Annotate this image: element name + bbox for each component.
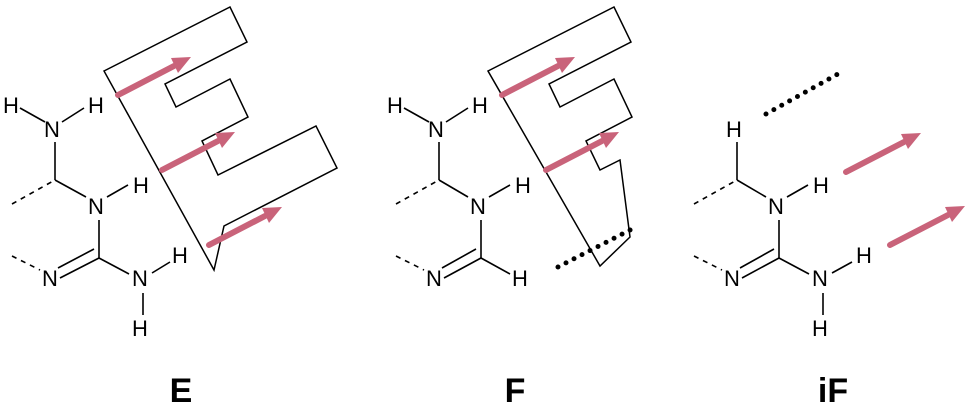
arrow (499, 63, 561, 98)
atom-n: N (44, 117, 60, 142)
atom-n: N (132, 266, 148, 291)
arrowhead (262, 207, 282, 223)
atom-h: H (133, 173, 149, 198)
atom-h: H (515, 173, 531, 198)
arrowhead (555, 57, 575, 73)
dotted-line (555, 226, 635, 270)
atom-n: N (470, 194, 486, 219)
atom-h: H (726, 117, 742, 142)
arrows-if (843, 133, 965, 248)
panel-e: H H N H N H N N H (3, 5, 339, 410)
bonds (11, 107, 171, 315)
atom-n: N (812, 266, 828, 291)
arrows-f (499, 57, 619, 173)
molecule-f: H H N H N N H (387, 93, 531, 291)
arrow (543, 138, 605, 173)
arrowhead (215, 132, 235, 148)
atom-n: N (768, 194, 784, 219)
atom-n: N (428, 117, 444, 142)
outline-e (102, 5, 339, 273)
bonds (693, 142, 853, 315)
atom-h: H (132, 316, 148, 341)
molecule-e: H H N H N H N N H (3, 93, 188, 341)
arrowhead (599, 132, 619, 148)
arrows-e (115, 57, 282, 248)
panel-label-if: iF (818, 372, 848, 410)
atom-h: H (812, 316, 828, 341)
atom-h: H (472, 93, 488, 118)
atom-n: N (724, 266, 740, 291)
dotted-line (763, 71, 841, 117)
atom-n: N (88, 194, 104, 219)
atom-h: H (172, 243, 188, 268)
outline-f (486, 5, 633, 268)
atom-h: H (88, 93, 104, 118)
arrow (206, 213, 268, 248)
arrow (843, 139, 907, 175)
arrow (159, 138, 221, 173)
atom-h: H (387, 93, 403, 118)
bonds (395, 107, 511, 279)
arrow (115, 63, 177, 98)
arrowhead (901, 133, 921, 149)
atom-n: N (42, 266, 58, 291)
panel-label-f: F (505, 372, 526, 410)
atom-h: H (512, 266, 528, 291)
panel-label-e: E (170, 372, 193, 410)
atom-n: N (426, 266, 442, 291)
molecule-if: H H N H N N H (693, 117, 872, 341)
panel-f: H H N H N N H (387, 5, 635, 410)
arrowhead (945, 206, 965, 222)
arrowhead (171, 57, 191, 73)
atom-h: H (3, 93, 19, 118)
panel-if: H H N H N N H (693, 71, 965, 410)
arrow (887, 212, 951, 248)
atom-h: H (856, 243, 872, 268)
atom-h: H (813, 173, 829, 198)
